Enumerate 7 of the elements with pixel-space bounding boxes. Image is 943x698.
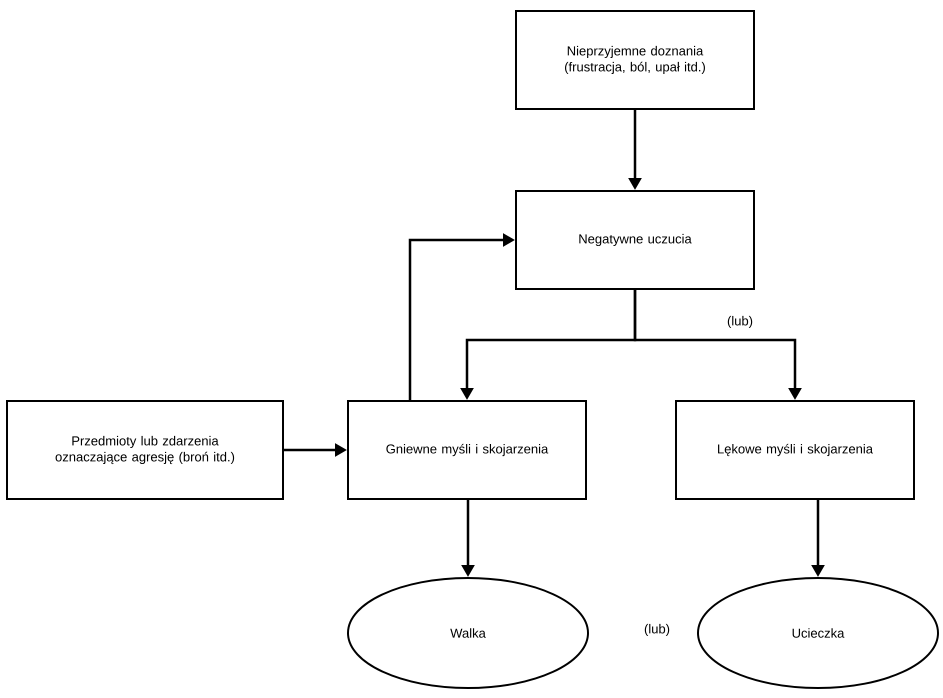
process-box: Nieprzyjemne doznania (frustracja, ból, upał itd.) [515,10,755,110]
process-box: Przedmioty lub zdarzenia oznaczające agresję (broń itd.) [6,400,284,500]
process-box: Gniewne myśli i skojarzenia [347,400,587,500]
process-box: Negatywne uczucia [515,190,755,290]
note-label: (lub) [644,624,670,636]
process-box: Lękowe myśli i skojarzenia [675,400,915,500]
note-label: (lub) [728,316,752,328]
